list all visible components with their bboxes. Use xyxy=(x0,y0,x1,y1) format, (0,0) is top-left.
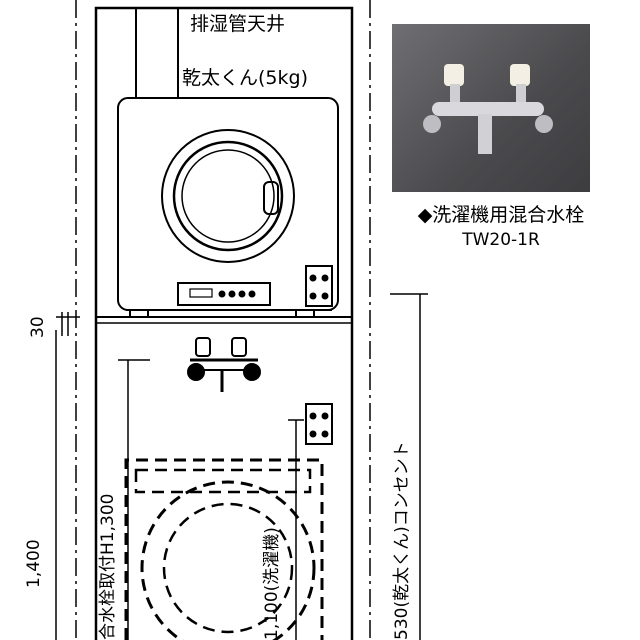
dim-30-label: 30 xyxy=(28,316,48,338)
faucet-photo xyxy=(392,24,590,192)
dryer-foot-left xyxy=(129,309,149,318)
faucet-caption: ◆洗濯機用混合水栓 xyxy=(417,204,585,226)
faucet-icon xyxy=(423,64,553,154)
washer-height-label: 1,100(洗濯機) xyxy=(262,527,282,640)
washer-outline xyxy=(124,458,324,640)
dryer-door-outer xyxy=(161,129,295,263)
outlet-upper xyxy=(305,265,333,307)
faucet-model: TW20-1R xyxy=(462,230,540,250)
dryer-door-inner xyxy=(172,140,284,252)
dryer-label: 乾太くん(5kg) xyxy=(182,67,308,89)
rack-frame xyxy=(94,6,354,640)
dryer-foot-right xyxy=(295,309,315,318)
exhaust-ceiling-label: 排湿管天井 xyxy=(190,13,286,35)
dryer-control-panel xyxy=(177,282,271,306)
dim-1400-label: 1,400 xyxy=(24,539,44,588)
outlet-lower xyxy=(305,403,333,445)
faucet-symbol xyxy=(187,337,261,392)
dryer-door-glass xyxy=(181,149,275,243)
faucet-height-label: 合水栓取付H1,300 xyxy=(98,493,118,640)
dryer-handle xyxy=(263,181,279,215)
outlet-height-label: 530(乾太くん)コンセント xyxy=(392,441,412,640)
